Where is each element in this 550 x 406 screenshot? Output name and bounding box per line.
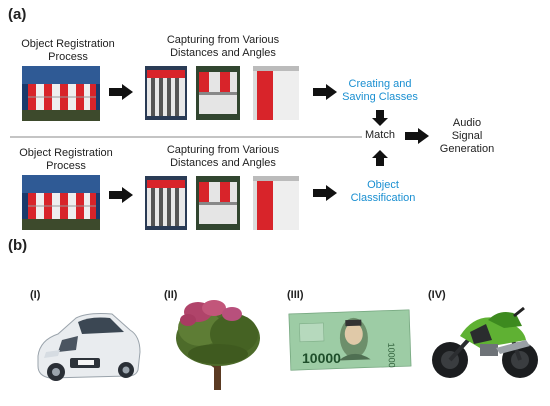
item-1-numeral: (I)	[30, 289, 41, 301]
row1-barrier-photo	[22, 66, 100, 121]
right-arrow-icon	[109, 187, 133, 203]
row1-result-label: Creating and Saving Classes	[342, 78, 418, 103]
row2-capture-2	[196, 176, 240, 230]
item-3-numeral: (III)	[287, 289, 304, 301]
row1-registration-label: Object Registration Process	[21, 38, 115, 63]
item-2-numeral: (II)	[164, 289, 178, 301]
banknote-vertical-number: 10000	[386, 342, 397, 367]
right-arrow-icon	[313, 185, 337, 201]
panel-a-tag: (a)	[8, 6, 27, 23]
row1-capture-3	[253, 66, 299, 120]
row1-capture-label: Capturing from Various Distances and Ang…	[166, 34, 280, 59]
row2-barrier-photo	[22, 175, 100, 230]
down-arrow-icon	[372, 110, 388, 126]
row1-capture-1	[145, 66, 187, 120]
right-arrow-icon	[313, 84, 337, 100]
row1-capture-2	[196, 66, 240, 120]
right-arrow-icon	[109, 84, 133, 100]
row2-capture-label: Capturing from Various Distances and Ang…	[166, 144, 280, 169]
item-4-numeral: (IV)	[428, 289, 446, 301]
row2-result-label: Object Classification	[350, 179, 416, 204]
row2-capture-1	[145, 176, 187, 230]
row2-capture-3	[253, 176, 299, 230]
panel-b-tag: (b)	[8, 237, 28, 254]
match-label: Match	[365, 129, 395, 141]
motorcycle-image	[432, 306, 538, 378]
tree-image	[176, 300, 260, 390]
banknote-number: 10000	[302, 350, 341, 366]
banknote-image: 10000 10000	[288, 309, 412, 371]
row2-registration-label: Object Registration Process	[19, 147, 113, 172]
right-arrow-icon	[405, 128, 429, 144]
up-arrow-icon	[372, 150, 388, 166]
car-image	[37, 313, 141, 381]
audio-output-label: Audio Signal Generation	[439, 117, 495, 155]
